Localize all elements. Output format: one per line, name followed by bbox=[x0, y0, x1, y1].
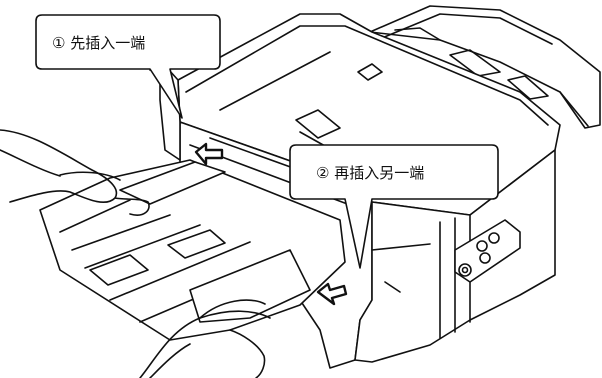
panel-button bbox=[479, 252, 491, 264]
power-button-icon bbox=[458, 263, 472, 277]
inserted-sheet bbox=[189, 249, 311, 323]
callout-1-label: ① 先插入一端 bbox=[52, 34, 145, 52]
callout-insert-first-end: ① 先插入一端 bbox=[35, 14, 221, 119]
left-hand bbox=[0, 129, 150, 216]
cover-handle bbox=[357, 63, 383, 81]
control-panel bbox=[454, 219, 521, 283]
arrow-icon bbox=[316, 282, 348, 306]
input-chute bbox=[39, 159, 346, 341]
tray-slot bbox=[449, 49, 501, 77]
chute-slot bbox=[167, 229, 226, 259]
right-hand bbox=[139, 299, 271, 378]
callout-2-label: ② 再插入另一端 bbox=[316, 164, 424, 182]
panel-button bbox=[476, 240, 488, 252]
callout-insert-other-end: ② 再插入另一端 bbox=[289, 144, 499, 269]
output-tray bbox=[369, 5, 601, 129]
panel-button bbox=[488, 232, 500, 244]
chute-slot bbox=[89, 254, 149, 286]
arrow-icon bbox=[194, 142, 224, 166]
tray-slot bbox=[507, 75, 549, 100]
